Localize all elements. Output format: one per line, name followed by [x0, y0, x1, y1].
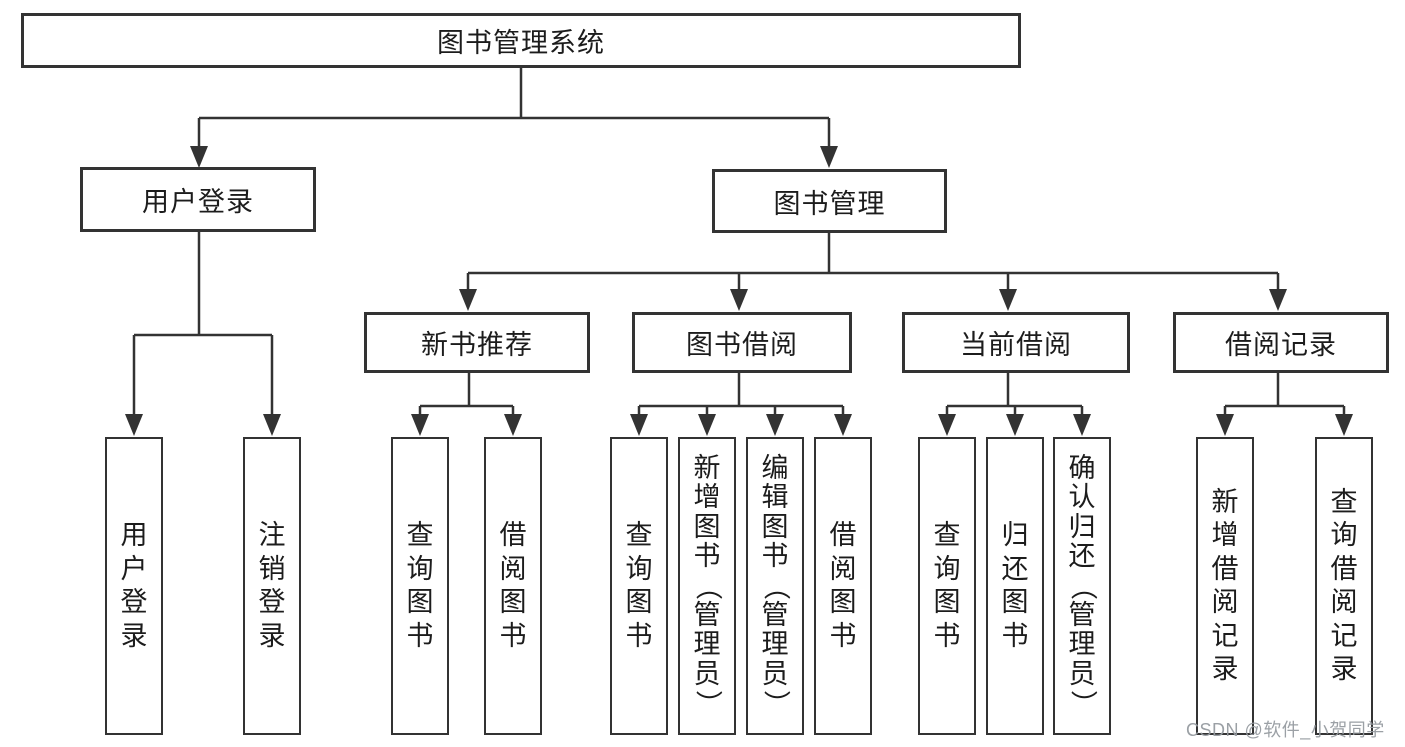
node-label: 查询借阅记录	[1330, 487, 1358, 684]
node-borrowing-records: 借阅记录	[1173, 312, 1389, 373]
node-label: 用户登录	[120, 520, 148, 651]
leaf-search-books: 查询图书	[610, 437, 668, 735]
leaf-add-book-admin: 新增图书（管理员）	[678, 437, 736, 735]
leaf-confirm-return-admin: 确认归还（管理员）	[1053, 437, 1111, 735]
node-label: 归还图书	[1001, 520, 1029, 651]
node-label: 新书推荐	[421, 330, 533, 360]
node-label: 新增借阅记录	[1211, 487, 1239, 684]
node-label: 当前借阅	[960, 330, 1072, 360]
leaf-logout: 注销登录	[243, 437, 301, 735]
node-label: 借阅图书	[499, 520, 527, 651]
node-label: 图书借阅	[686, 330, 798, 360]
leaf-add-borrow-record: 新增借阅记录	[1196, 437, 1254, 735]
node-label: 借阅图书	[829, 520, 857, 651]
node-new-book-recommendation: 新书推荐	[364, 312, 590, 373]
node-label: 新增图书（管理员）	[692, 453, 723, 718]
node-label: 编辑图书（管理员）	[760, 453, 791, 718]
node-label: 注销登录	[258, 520, 286, 651]
node-label: 图书管理系统	[437, 28, 605, 58]
watermark: CSDN @软件_小贺同学	[1186, 720, 1385, 740]
arrowheads	[125, 146, 1353, 436]
node-label: 查询图书	[406, 520, 434, 651]
leaf-borrow-books: 借阅图书	[814, 437, 872, 735]
leaf-search-borrow-record: 查询借阅记录	[1315, 437, 1373, 735]
leaf-return-books: 归还图书	[986, 437, 1044, 735]
node-label: 借阅记录	[1225, 330, 1337, 360]
node-book-borrowing: 图书借阅	[632, 312, 852, 373]
node-label: 图书管理	[773, 188, 886, 219]
leaf-search-books: 查询图书	[918, 437, 976, 735]
node-label: 确认归还（管理员）	[1067, 453, 1098, 718]
node-user-login: 用户登录	[80, 167, 316, 232]
node-current-borrowing: 当前借阅	[902, 312, 1130, 373]
leaf-borrow-books: 借阅图书	[484, 437, 542, 735]
node-label: 用户登录	[142, 187, 254, 217]
node-library-management-system: 图书管理系统	[21, 13, 1021, 68]
node-book-management: 图书管理	[712, 169, 947, 233]
node-label: 查询图书	[933, 520, 961, 651]
leaf-user-login: 用户登录	[105, 437, 163, 735]
leaf-search-books: 查询图书	[391, 437, 449, 735]
node-label: 查询图书	[625, 520, 653, 651]
leaf-edit-book-admin: 编辑图书（管理员）	[746, 437, 804, 735]
